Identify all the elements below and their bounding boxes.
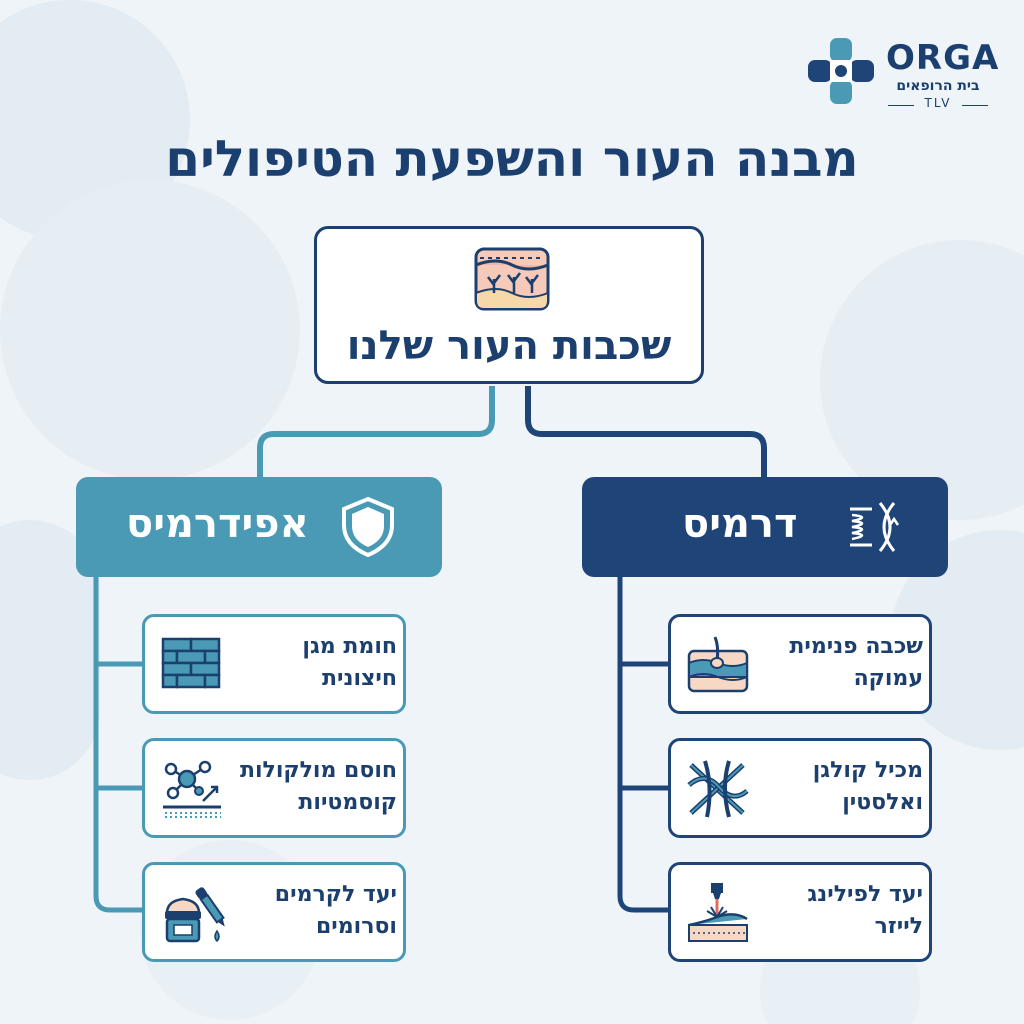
orga-logo: ORGA בית הרופאים TLV [806, 36, 1000, 116]
epidermis-card-1-text: חומת מגן חיצונית [229, 631, 397, 695]
molecule-barrier-icon [163, 760, 221, 818]
epidermis-card-3: יעד לקרמים וסרומים [142, 862, 406, 962]
epidermis-card-3-text: יעד לקרמים וסרומים [229, 879, 397, 943]
card-line: עמוקה [853, 666, 923, 691]
card-line: מכיל קולגן [812, 758, 923, 783]
dermis-card-3: יעד לפילינג לייזר [668, 862, 932, 962]
logo-city-text: TLV [924, 96, 952, 110]
card-line: יעד לקרמים [274, 882, 397, 907]
skin-layers-icon [474, 247, 550, 311]
card-line: קוסמטיות [298, 790, 397, 815]
shield-icon [342, 496, 394, 558]
epidermis-card-1: חומת מגן חיצונית [142, 614, 406, 714]
card-line: יעד לפילינג [807, 882, 923, 907]
category-dermis-label: דרמיס [682, 501, 798, 547]
dermis-card-2: מכיל קולגן ואלסטין [668, 738, 932, 838]
card-line: לייזר [874, 914, 923, 939]
page-title: מבנה העור והשפעת הטיפולים [165, 130, 859, 188]
fiber-spring-icon [850, 502, 900, 552]
card-line: שכבה פנימית [789, 634, 923, 659]
epidermis-card-2: חוסם מולקולות קוסמטיות [142, 738, 406, 838]
laser-beam-icon [688, 883, 748, 942]
dermis-card-1-text: שכבה פנימית עמוקה [755, 631, 923, 695]
epidermis-card-2-text: חוסם מולקולות קוסמטיות [229, 755, 397, 819]
category-dermis: דרמיס [582, 477, 948, 577]
root-node: שכבות העור שלנו [314, 226, 704, 384]
card-line: חוסם מולקולות [239, 758, 397, 783]
card-line: ואלסטין [842, 790, 923, 815]
card-line: חיצונית [322, 666, 397, 691]
card-line: וסרומים [315, 914, 397, 939]
category-epidermis-label: אפידרמיס [126, 501, 309, 547]
dermis-card-2-text: מכיל קולגן ואלסטין [755, 755, 923, 819]
logo-subtitle: בית הרופאים [896, 78, 980, 94]
logo-city: TLV [888, 96, 988, 114]
skin-hair-cross-section-icon [687, 636, 749, 693]
logo-wordmark: ORGA [886, 38, 1000, 78]
medical-cross-logo-icon [808, 38, 874, 104]
cream-dropper-icon [165, 887, 225, 943]
collagen-fibers-icon [687, 760, 749, 818]
card-line: חומת מגן [302, 634, 397, 659]
dermis-card-1: שכבה פנימית עמוקה [668, 614, 932, 714]
dermis-card-3-text: יעד לפילינג לייזר [755, 879, 923, 943]
brick-wall-icon [161, 637, 221, 689]
root-label: שכבות העור שלנו [346, 323, 672, 369]
category-epidermis: אפידרמיס [76, 477, 442, 577]
